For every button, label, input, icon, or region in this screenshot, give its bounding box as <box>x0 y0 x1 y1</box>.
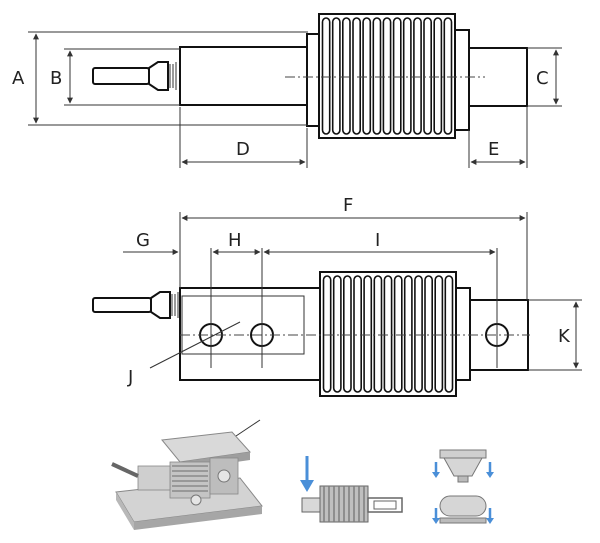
bellows-fin <box>444 275 454 393</box>
bellows-fin <box>393 275 403 393</box>
left-body <box>179 46 308 106</box>
bellows-fin <box>372 17 382 135</box>
bellows-fin <box>352 17 361 135</box>
bellows-fin <box>392 17 402 135</box>
top-view: A B C D E <box>12 13 562 168</box>
dim-label-c: C <box>536 68 549 89</box>
bellows-fin <box>443 17 453 135</box>
bellows-fin <box>382 17 392 135</box>
dim-label-f: F <box>343 195 353 216</box>
right-end <box>468 47 528 107</box>
dim-label-b: B <box>50 68 62 89</box>
dim-label-i: I <box>375 230 380 251</box>
bellows-fin <box>322 275 332 393</box>
bellows-fin <box>402 17 412 135</box>
bellows-fin <box>423 17 432 135</box>
bellows-top <box>321 17 453 135</box>
bellows-side <box>322 275 454 393</box>
bellows-fin <box>363 275 373 393</box>
bellows-fin <box>321 17 331 135</box>
bellows-fin <box>331 17 341 135</box>
bellows-fin <box>342 275 352 393</box>
dim-label-a: A <box>12 68 25 89</box>
bellows-fin <box>373 275 383 393</box>
dim-label-h: H <box>228 230 242 251</box>
bellows-fin <box>414 275 423 393</box>
bellows-fin <box>413 17 422 135</box>
bellows-fin <box>403 275 413 393</box>
dim-label-d: D <box>236 139 250 160</box>
bellows-fin <box>362 17 372 135</box>
flange <box>306 33 320 127</box>
bellows-fin <box>433 17 443 135</box>
cable-gland <box>148 61 169 91</box>
bellows-fin <box>341 17 351 135</box>
cable <box>92 67 150 85</box>
bellows-fin <box>332 275 342 393</box>
bellows-fin <box>353 275 362 393</box>
dim-label-j: J <box>127 367 133 388</box>
dim-label-g: G <box>136 230 150 251</box>
bellows-fin <box>434 275 444 393</box>
dim-label-e: E <box>488 139 499 160</box>
bellows-fin <box>383 275 393 393</box>
load-direction-icon <box>300 456 403 523</box>
dim-label-k: K <box>558 326 571 347</box>
tank-mount-icon <box>432 449 494 524</box>
bellows-fin <box>424 275 433 393</box>
cable-side <box>92 297 152 313</box>
load-cell-photo <box>111 419 263 530</box>
side-view: F G H I K J <box>92 195 582 397</box>
